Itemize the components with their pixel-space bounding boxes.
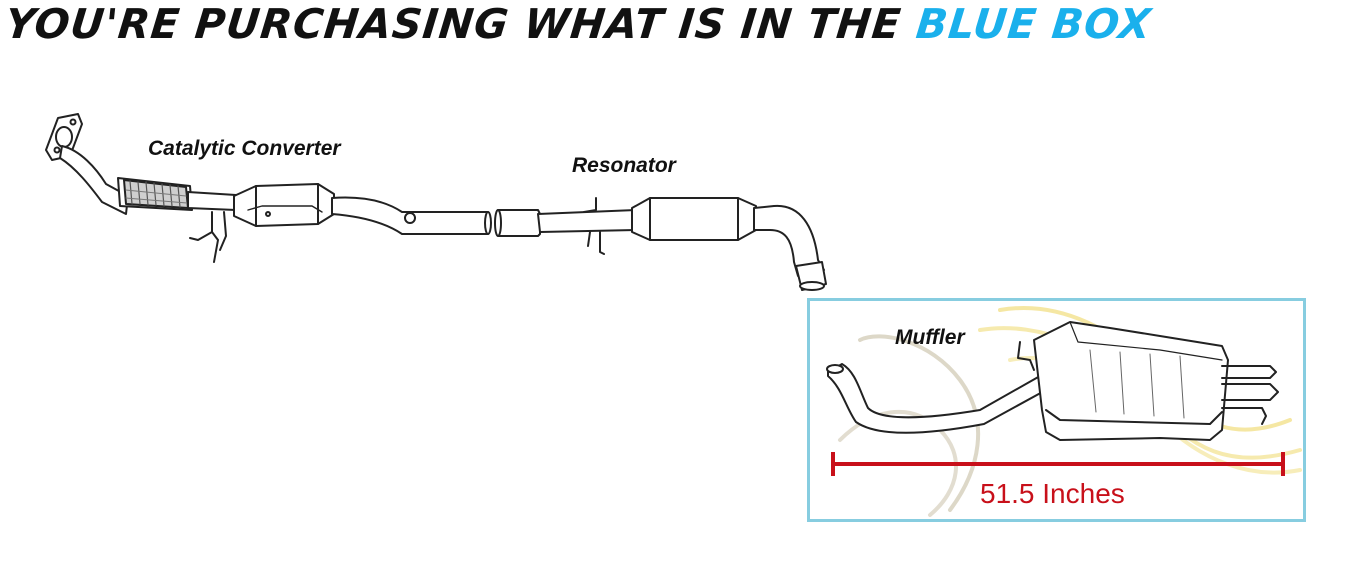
front-hanger (189, 211, 219, 263)
muffler-hanger (1017, 341, 1035, 371)
muffler-inlet-pipe (827, 363, 1047, 434)
catalytic-converter-label: Catalytic Converter (148, 137, 341, 160)
measurement-line (831, 452, 1285, 476)
flex-pipe (117, 177, 193, 211)
blue-box (807, 298, 1306, 522)
inlet-flange (45, 113, 83, 161)
resonator (631, 197, 757, 241)
muffler-outlet-upper (1221, 365, 1277, 379)
muffler-outlet-lower (1221, 383, 1279, 401)
muffler-label: Muffler (895, 326, 965, 349)
resonator-hanger (583, 197, 605, 255)
measurement-label: 51.5 Inches (980, 478, 1125, 509)
muffler-body (1033, 321, 1229, 441)
down-pipe (59, 145, 129, 215)
resonator-label: Resonator (572, 154, 676, 177)
